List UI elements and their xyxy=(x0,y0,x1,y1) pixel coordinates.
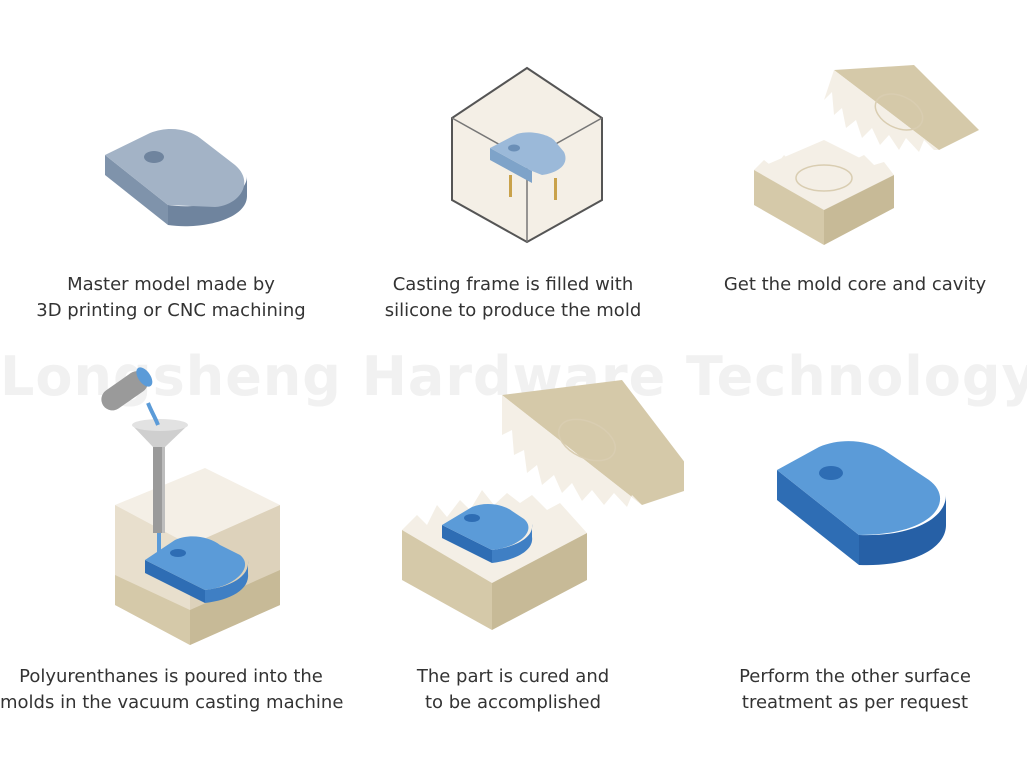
finished-part-icon xyxy=(777,441,946,566)
caption-line-2: silicone to produce the mold xyxy=(384,300,642,321)
caption-line-1: Polyurenthanes is poured into the xyxy=(19,666,323,687)
step-3: Get the mold core and cavity xyxy=(684,0,1026,340)
caption-line-2: treatment as per request xyxy=(741,692,969,713)
step-caption: Perform the other surface treatment as p… xyxy=(684,664,1026,716)
casting-frame-icon xyxy=(451,66,603,244)
pouring-icon xyxy=(101,367,280,645)
step-caption: Master model made by 3D printing or CNC … xyxy=(0,272,342,324)
step-2: Casting frame is filled with silicone to… xyxy=(342,0,684,340)
step-caption: The part is cured and to be accomplished xyxy=(342,664,684,716)
caption-line-2: molds in the vacuum casting machine xyxy=(0,692,344,713)
step-caption: Get the mold core and cavity xyxy=(684,272,1026,298)
step-4: Polyurenthanes is poured into the molds … xyxy=(0,355,344,768)
mold-halves-icon xyxy=(754,65,979,245)
master-model-icon xyxy=(105,128,248,227)
step-5: The part is cured and to be accomplished xyxy=(342,355,684,768)
step-1: Master model made by 3D printing or CNC … xyxy=(0,0,342,340)
caption-line-1: Casting frame is filled with xyxy=(392,274,634,295)
step-caption: Casting frame is filled with silicone to… xyxy=(342,272,684,324)
step-6: Perform the other surface treatment as p… xyxy=(684,355,1026,768)
caption-line-1: Perform the other surface xyxy=(739,666,971,687)
step-caption: Polyurenthanes is poured into the molds … xyxy=(0,664,344,716)
caption-line-1: Master model made by xyxy=(67,274,275,295)
caption-line-1: The part is cured and xyxy=(416,666,610,687)
cured-part-icon xyxy=(402,380,684,630)
caption-line-2: to be accomplished xyxy=(424,692,602,713)
caption-line-1: Get the mold core and cavity xyxy=(723,274,987,295)
caption-line-2: 3D printing or CNC machining xyxy=(36,300,306,321)
